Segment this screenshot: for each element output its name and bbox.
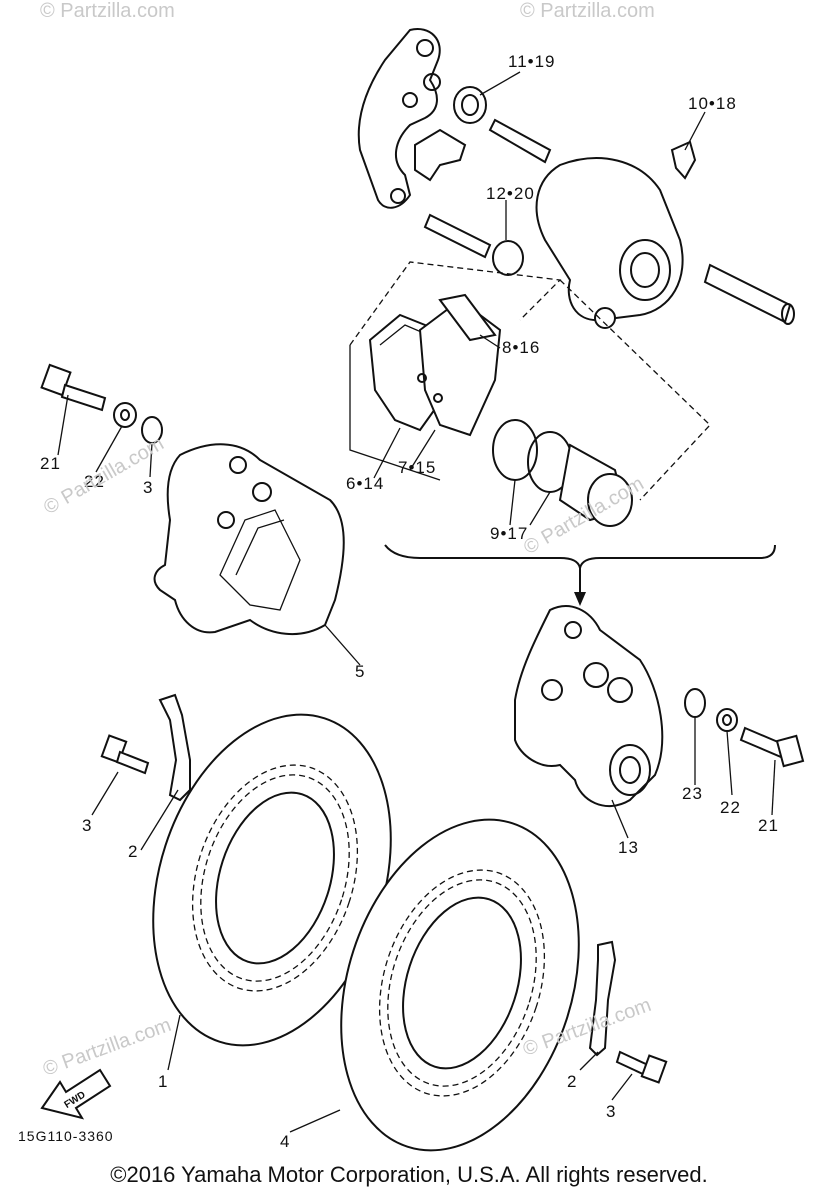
pad-spring-clip-upper [414,128,467,182]
callout-11-19: 11•19 [508,52,556,71]
callout-13: 13 [618,838,639,857]
piston-seal-9-17 [492,419,633,527]
callout-2-right: 2 [567,1072,578,1091]
exploded-outline-pads [349,261,562,346]
callout-3-right: 3 [606,1102,617,1121]
callout-23: 23 [682,784,703,803]
caliper-body-upper [535,157,684,329]
bolt-3-upper-left [100,734,150,775]
slide-pin-lower [703,263,795,325]
callout-4: 4 [280,1132,291,1151]
caliper-assembly-13 [514,605,664,807]
caliper-assembly-5 [153,443,345,636]
brake-parts-diagram: FWD [40,28,805,1152]
callout-9-17: 9•17 [490,524,529,543]
leader-lines [57,71,776,1133]
watermark-top-right: © Partzilla.com [520,0,655,22]
lock-plate-2-right [588,940,617,1057]
callout-21-right: 21 [758,816,779,835]
washer-22-right [716,708,738,732]
copyright-notice: ©2016 Yamaha Motor Corporation, U.S.A. A… [110,1162,708,1187]
brake-disc-4 [340,818,580,1152]
callout-10-18: 10•18 [688,94,737,113]
fwd-arrow-icon: FWD [40,1068,112,1120]
callout-3-left: 3 [82,816,93,835]
callout-6-14: 6•14 [346,474,385,493]
callout-21-left: 21 [40,454,61,473]
callout-2-left: 2 [128,842,139,861]
bolt-21-right [739,726,805,768]
watermark-top-left: © Partzilla.com [40,0,175,22]
bolt-21-left [40,363,107,412]
callout-5: 5 [355,662,366,681]
slide-pin-upper [488,118,552,164]
callout-22-left: 22 [84,472,105,491]
callout-22-right: 22 [720,798,741,817]
pad-shim-8-16 [438,293,497,342]
callout-3-upper: 3 [143,478,154,497]
callout-7-15: 7•15 [398,458,437,477]
caliper-bracket-upper [357,28,441,209]
lock-plate-2-left [158,693,191,802]
callout-8-16: 8•16 [502,338,541,357]
callout-1: 1 [158,1072,169,1091]
assembly-bracket [384,544,776,569]
washer-22-left [113,402,137,428]
bolt-3-lower-right [615,1050,668,1084]
diagram-code: 15G110-3360 [18,1128,114,1144]
callout-12-20: 12•20 [486,184,535,203]
washer-23-right [684,688,706,718]
slide-pin-12-20 [423,213,524,276]
boot-11-19 [453,86,487,124]
bleed-screw-10-18 [670,140,697,180]
